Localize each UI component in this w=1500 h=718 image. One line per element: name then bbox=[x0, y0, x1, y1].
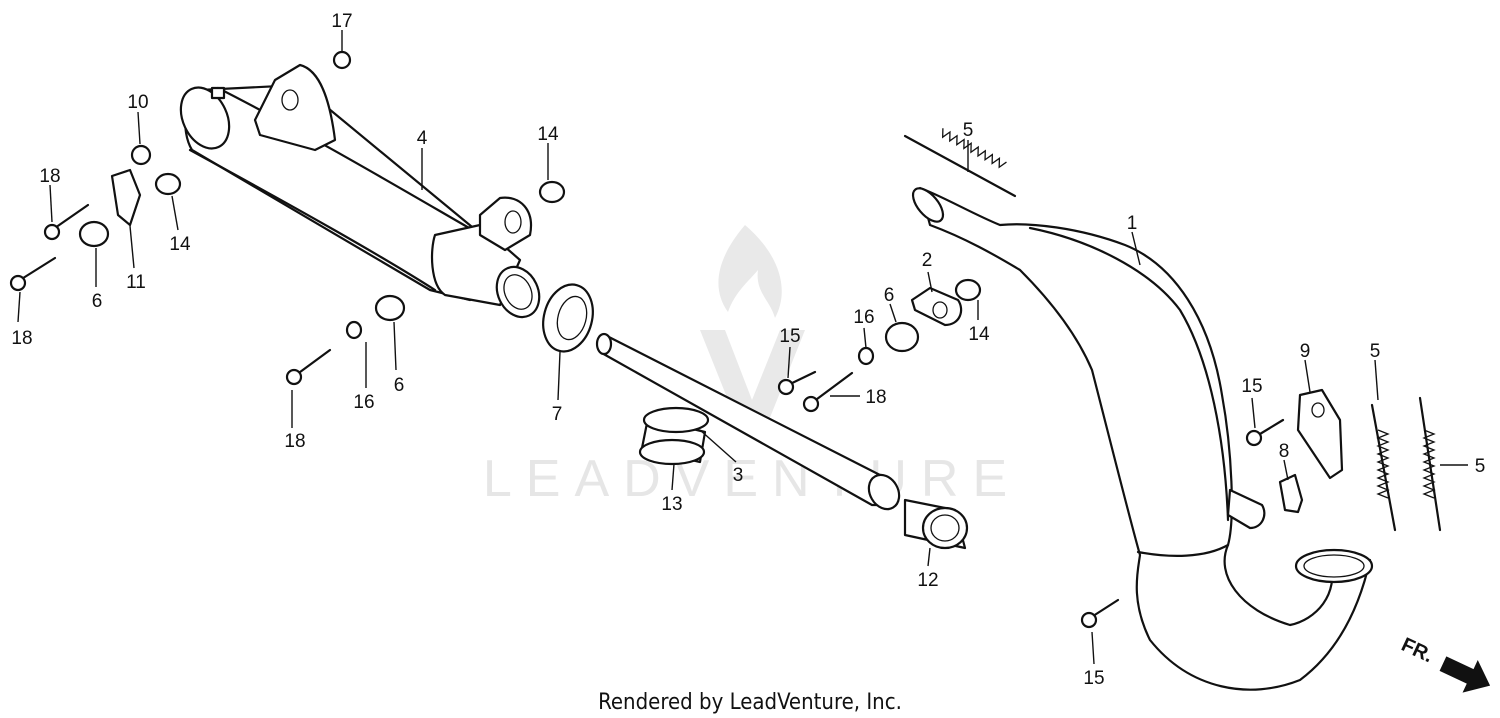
leader-lines bbox=[17, 30, 1468, 665]
footer-credit: Rendered by LeadVenture, Inc. bbox=[598, 690, 902, 715]
seal-ring bbox=[542, 283, 594, 353]
callout-15-c: 15 bbox=[1083, 668, 1104, 689]
watermark-text: LEADVENTURE bbox=[483, 450, 1021, 508]
callout-6-a: 6 bbox=[92, 291, 103, 312]
callout-18-b: 18 bbox=[11, 328, 32, 349]
callout-10: 10 bbox=[127, 92, 148, 113]
callout-14-c: 14 bbox=[968, 324, 990, 345]
callout-8: 8 bbox=[1279, 441, 1290, 462]
callout-1: 1 bbox=[1127, 213, 1138, 234]
callout-9: 9 bbox=[1300, 341, 1311, 362]
callout-15-a: 15 bbox=[779, 326, 800, 347]
bracket bbox=[1296, 388, 1344, 480]
spring-top bbox=[903, 128, 1017, 198]
callout-6-c: 6 bbox=[884, 285, 895, 306]
callout-5-c: 5 bbox=[1475, 456, 1486, 477]
spring-right-1 bbox=[1370, 403, 1397, 532]
callout-18-c: 18 bbox=[284, 431, 305, 452]
callout-3: 3 bbox=[733, 465, 744, 486]
spring-right-2 bbox=[1418, 396, 1442, 532]
front-arrow-icon bbox=[1439, 656, 1491, 693]
front-direction-indicator: FR. bbox=[1398, 634, 1491, 693]
flange-plate bbox=[910, 286, 963, 327]
callout-5-a: 5 bbox=[963, 120, 974, 141]
callout-5-b: 5 bbox=[1370, 341, 1381, 362]
callout-16-b: 16 bbox=[853, 307, 874, 328]
front-label: FR. bbox=[1398, 634, 1436, 668]
watermark-logo: LEADVENTURE bbox=[483, 225, 1021, 508]
clamp-sleeve bbox=[903, 498, 969, 550]
callout-11: 11 bbox=[126, 272, 146, 293]
callout-2: 2 bbox=[922, 250, 933, 271]
callout-16-a: 16 bbox=[353, 392, 374, 413]
callout-numbers: 17 10 18 18 6 11 14 4 14 16 6 18 7 3 13 … bbox=[11, 11, 1485, 689]
callout-14-a: 14 bbox=[169, 234, 191, 255]
silencer-body bbox=[179, 63, 541, 319]
collar bbox=[638, 406, 710, 466]
callout-7: 7 bbox=[552, 404, 563, 425]
hardware bbox=[9, 50, 1285, 629]
callout-17: 17 bbox=[331, 11, 352, 32]
callout-14-b: 14 bbox=[537, 124, 559, 145]
callout-15-b: 15 bbox=[1241, 376, 1262, 397]
callout-13: 13 bbox=[661, 494, 682, 515]
inner-tube bbox=[595, 332, 901, 511]
callout-6-b: 6 bbox=[394, 375, 405, 396]
callout-4: 4 bbox=[417, 128, 428, 149]
callout-12: 12 bbox=[917, 570, 938, 591]
clip bbox=[1278, 473, 1304, 514]
callout-18-a: 18 bbox=[39, 166, 60, 187]
callout-18-d: 18 bbox=[865, 387, 886, 408]
expansion-chamber bbox=[911, 186, 1374, 691]
